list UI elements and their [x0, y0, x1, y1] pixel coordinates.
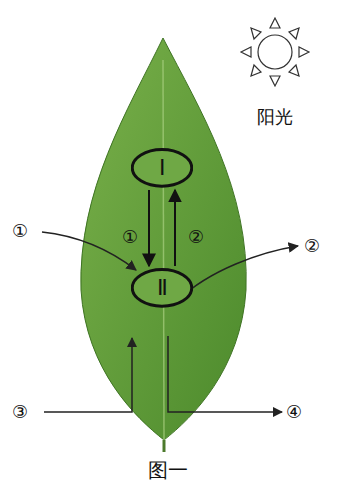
arrow-in-3 [44, 338, 132, 412]
callout-number: ③ [12, 403, 28, 421]
sun [241, 18, 309, 86]
figure-caption: 图一 [148, 460, 188, 480]
node-numeral: Ⅰ [159, 155, 165, 181]
arrow-out-2 [178, 246, 298, 300]
ellipse-node: Ⅰ [131, 148, 193, 188]
arrow-in-1 [42, 232, 136, 270]
arrow-out-4 [168, 336, 282, 412]
node-numeral: Ⅱ [157, 275, 168, 301]
flow-arrow [174, 190, 176, 266]
ellipse-node: Ⅱ [131, 268, 193, 308]
callout-number: ④ [286, 403, 302, 421]
leaf [81, 38, 246, 440]
leaf-stem [163, 440, 166, 452]
midrib [163, 60, 164, 440]
edge-label: ② [188, 228, 204, 246]
callout-number: ① [12, 222, 28, 240]
sun-label: 阳光 [257, 108, 293, 126]
callout-number: ② [304, 237, 320, 255]
edge-label: ① [122, 228, 138, 246]
flow-arrow [148, 190, 150, 266]
